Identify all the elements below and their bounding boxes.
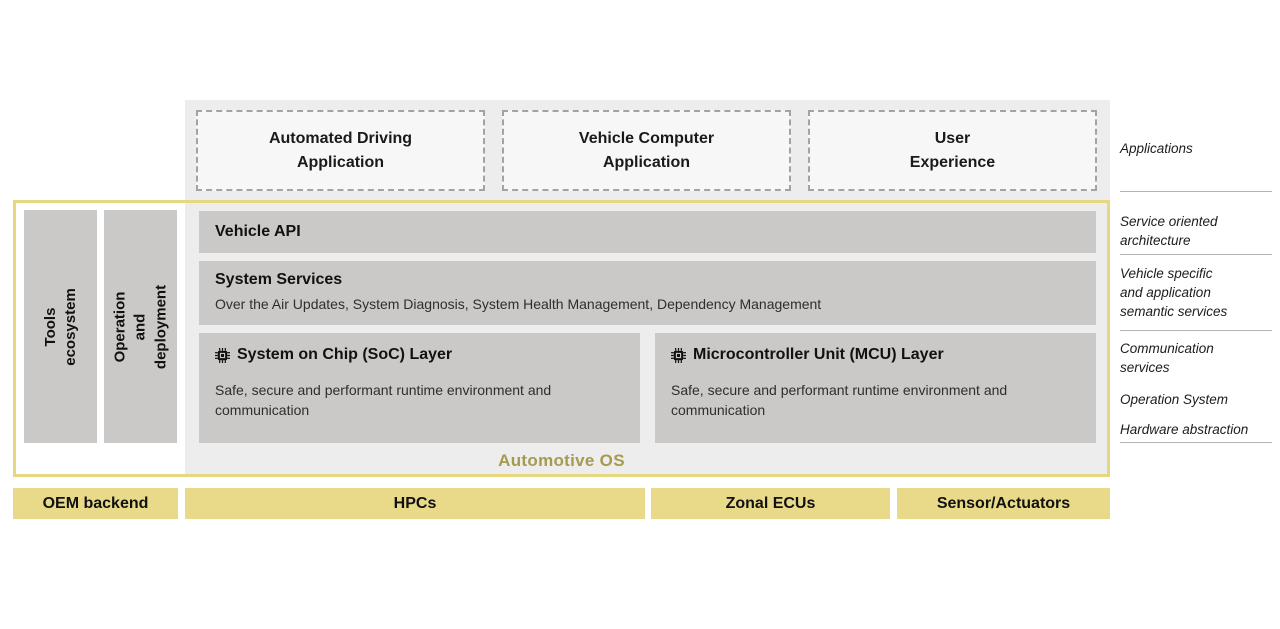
oem-backend-label: OEM backend xyxy=(42,494,149,512)
mcu-layer-title: Microcontroller Unit (MCU) Layer xyxy=(693,346,944,363)
side-label-vehicle-specific-services: Vehicle specific and application semanti… xyxy=(1120,266,1228,319)
soc-layer-subtitle: Safe, secure and performant runtime envi… xyxy=(215,382,552,418)
soc-layer-title: System on Chip (SoC) Layer xyxy=(237,346,453,363)
sensor-actuators-box: Sensor/Actuators xyxy=(897,488,1110,519)
automotive-os-label: Automotive OS xyxy=(498,451,625,470)
tools-ecosystem-bar: Tools ecosystem xyxy=(24,210,97,443)
soc-layer-box: System on Chip (SoC) Layer Safe, secure … xyxy=(199,333,640,443)
zonal-ecus-box: Zonal ECUs xyxy=(651,488,890,519)
side-label-service-oriented-architecture: Service oriented architecture xyxy=(1120,214,1218,248)
side-label-operation-system: Operation System xyxy=(1120,392,1229,407)
side-label-hardware-abstraction: Hardware abstraction xyxy=(1120,422,1249,437)
side-divider xyxy=(1120,191,1272,192)
application-box-label: Automated Driving Application xyxy=(268,130,413,171)
operation-deployment-label: Operation and deployment xyxy=(111,284,169,369)
sensor-actuators-label: Sensor/Actuators xyxy=(936,494,1071,512)
application-box-vehicle-computer: Vehicle Computer Application xyxy=(502,110,791,191)
application-box-label: User Experience xyxy=(909,130,996,171)
hpcs-box: HPCs xyxy=(185,488,645,519)
mcu-layer-subtitle: Safe, secure and performant runtime envi… xyxy=(671,382,1008,418)
system-services-subtitle: Over the Air Updates, System Diagnosis, … xyxy=(215,296,822,312)
vehicle-api-title: Vehicle API xyxy=(215,223,301,240)
zonal-ecus-label: Zonal ECUs xyxy=(725,494,816,512)
vehicle-api-row: Vehicle API xyxy=(199,211,1096,253)
operation-deployment-bar: Operation and deployment xyxy=(104,210,177,443)
application-box-label: Vehicle Computer Application xyxy=(578,130,715,171)
system-services-row: System Services Over the Air Updates, Sy… xyxy=(199,261,1096,325)
mcu-layer-box: Microcontroller Unit (MCU) Layer Safe, s… xyxy=(655,333,1096,443)
side-label-applications: Applications xyxy=(1120,141,1193,156)
chip-icon xyxy=(671,347,686,363)
application-box-user-experience: User Experience xyxy=(808,110,1097,191)
side-divider xyxy=(1120,442,1272,443)
side-divider xyxy=(1120,330,1272,331)
oem-backend-box: OEM backend xyxy=(13,488,178,519)
hpcs-label: HPCs xyxy=(393,494,437,512)
side-label-communication-services: Communication services xyxy=(1120,341,1214,375)
side-divider xyxy=(1120,254,1272,255)
tools-ecosystem-label: Tools ecosystem xyxy=(41,287,79,366)
application-box-automated-driving: Automated Driving Application xyxy=(196,110,485,191)
system-services-title: System Services xyxy=(215,271,343,288)
automotive-os-container xyxy=(13,200,1110,477)
chip-icon xyxy=(215,347,230,363)
